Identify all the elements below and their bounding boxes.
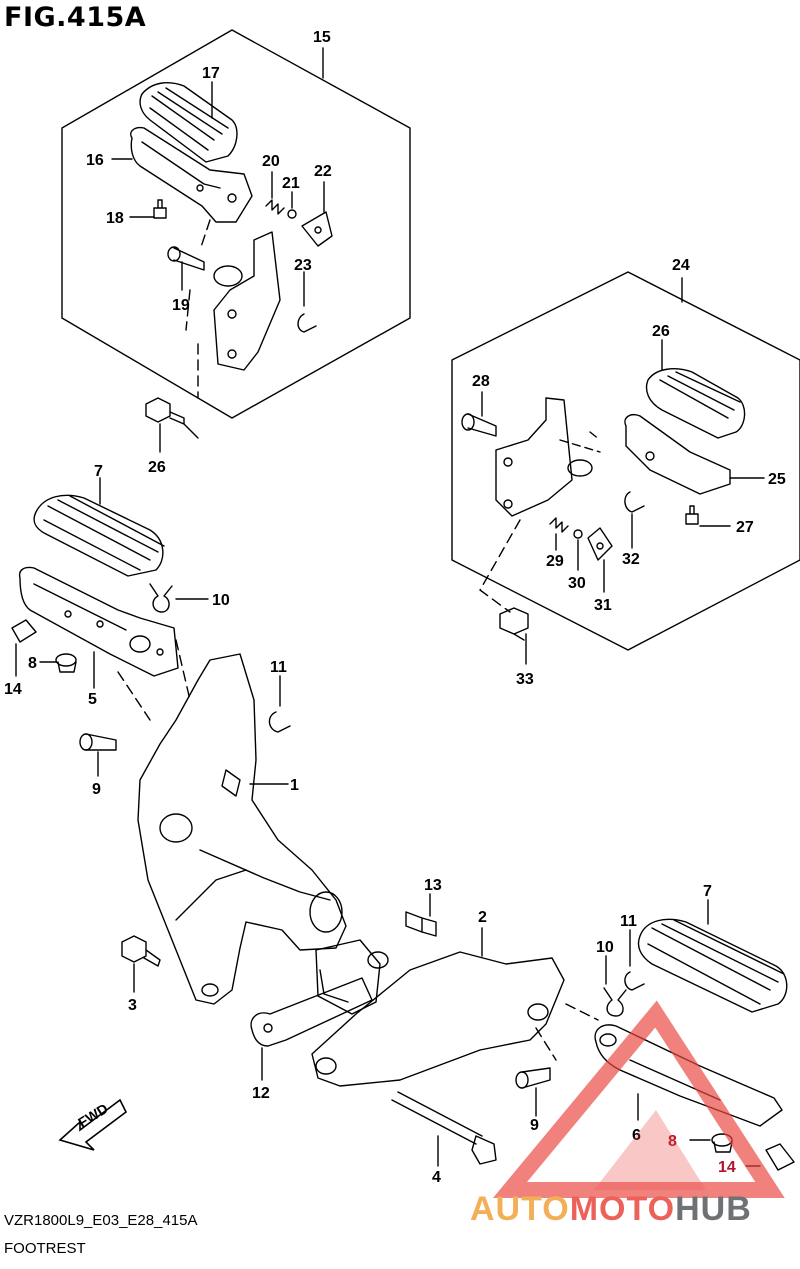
part-19-pin <box>167 246 205 271</box>
part-11-e-clip-right <box>624 971 645 991</box>
callout-10-right: 10 <box>596 939 614 956</box>
part-22-plate <box>301 211 333 247</box>
callout-11-right: 11 <box>620 913 637 930</box>
part-pivot-bracket <box>495 397 593 517</box>
callout-24: 24 <box>672 257 690 274</box>
diagram-code: VZR1800L9_E03_E28_415A <box>4 1212 198 1229</box>
callout-8-right: 8 <box>668 1133 677 1150</box>
part-13-bolt <box>405 911 437 937</box>
callout-11-left: 11 <box>270 659 287 676</box>
part-14-peg-left <box>11 619 37 643</box>
part-30-ball <box>573 529 583 539</box>
part-29-spring <box>549 517 569 533</box>
watermark-logo: AUTOMOTOHUB <box>470 1000 785 1228</box>
callout-10-left: 10 <box>212 592 230 609</box>
callout-23: 23 <box>294 257 312 274</box>
callout-12: 12 <box>252 1085 270 1102</box>
callout-7-left: 7 <box>94 463 103 480</box>
part-5-footrest-left <box>18 566 179 677</box>
callout-20: 20 <box>262 153 280 170</box>
group-box-15 <box>61 29 411 419</box>
callout-8-left: 8 <box>28 655 37 672</box>
callout-16: 16 <box>86 152 104 169</box>
part-28-pin <box>461 413 497 437</box>
part-27-bolt <box>685 505 699 525</box>
callout-7-right: 7 <box>703 883 712 900</box>
part-9-pin-left <box>79 733 117 751</box>
callout-25: 25 <box>768 471 786 488</box>
callout-14-left: 14 <box>4 681 22 698</box>
part-17-footrest-rubber <box>139 82 238 163</box>
callout-2: 2 <box>478 909 487 926</box>
part-33-bolt <box>499 607 529 641</box>
callout-17: 17 <box>202 65 220 82</box>
part-10-spring-right <box>603 987 627 1017</box>
part-bracket-mount <box>213 231 281 371</box>
callout-22: 22 <box>314 163 332 180</box>
part-20-spring <box>265 199 285 215</box>
part-21-ball <box>287 209 297 219</box>
watermark-auto: AUTO <box>470 1190 570 1228</box>
part-10-spring-left <box>149 583 173 613</box>
part-1-main-bracket <box>137 653 347 1005</box>
svg-text:AUTOMOTOHUB: AUTOMOTOHUB <box>470 1190 752 1228</box>
part-26-rubber-right <box>645 368 746 439</box>
callout-27: 27 <box>736 519 754 536</box>
callout-26-left: 26 <box>148 459 166 476</box>
callout-31: 31 <box>594 597 612 614</box>
callout-21: 21 <box>282 175 300 192</box>
part-18-bolt <box>153 199 167 219</box>
callout-30: 30 <box>568 575 586 592</box>
watermark-hub: HUB <box>675 1190 752 1228</box>
callout-32: 32 <box>622 551 640 568</box>
part-2-bracket <box>311 939 565 1087</box>
callout-19: 19 <box>172 297 190 314</box>
callout-9-right: 9 <box>530 1117 539 1134</box>
callout-3: 3 <box>128 997 137 1014</box>
part-23-e-clip <box>297 313 317 333</box>
fwd-direction-arrow: FWD <box>58 1098 128 1151</box>
callout-9-left: 9 <box>92 781 101 798</box>
part-25-bracket <box>624 414 731 495</box>
callout-18: 18 <box>106 210 124 227</box>
part-8-bushing-left <box>55 653 77 673</box>
part-11-e-clip-left <box>268 711 291 733</box>
part-3-bolt <box>121 935 161 967</box>
callout-15: 15 <box>313 29 331 46</box>
group-box-24 <box>451 271 800 651</box>
figure-title: FIG.415A <box>4 2 147 33</box>
part-26-bolt-upper <box>145 397 185 425</box>
part-7-rubber-right <box>637 918 788 1013</box>
part-32-e-clip <box>624 491 645 513</box>
part-9-pin-right <box>515 1067 551 1089</box>
callout-29: 29 <box>546 553 564 570</box>
callout-6: 6 <box>632 1127 641 1144</box>
callout-26-right: 26 <box>652 323 670 340</box>
callout-4: 4 <box>432 1169 441 1186</box>
part-4-bolt <box>391 1091 497 1165</box>
callout-1: 1 <box>290 777 299 794</box>
part-12-plate <box>250 977 373 1047</box>
diagram-name: FOOTREST <box>4 1240 86 1257</box>
callout-13: 13 <box>424 877 442 894</box>
part-14-peg-right <box>765 1143 795 1171</box>
watermark-moto: MOTO <box>570 1190 675 1228</box>
part-7-rubber-left <box>33 494 165 577</box>
callout-labels: 1 2 3 4 5 6 7 7 8 8 9 9 10 10 11 11 12 1… <box>4 29 786 1186</box>
callout-28: 28 <box>472 373 490 390</box>
callout-5: 5 <box>88 691 97 708</box>
part-16-footrest-bracket <box>130 126 253 223</box>
callout-14-right: 14 <box>718 1159 736 1176</box>
callout-33: 33 <box>516 671 534 688</box>
part-31-plate <box>587 527 613 561</box>
